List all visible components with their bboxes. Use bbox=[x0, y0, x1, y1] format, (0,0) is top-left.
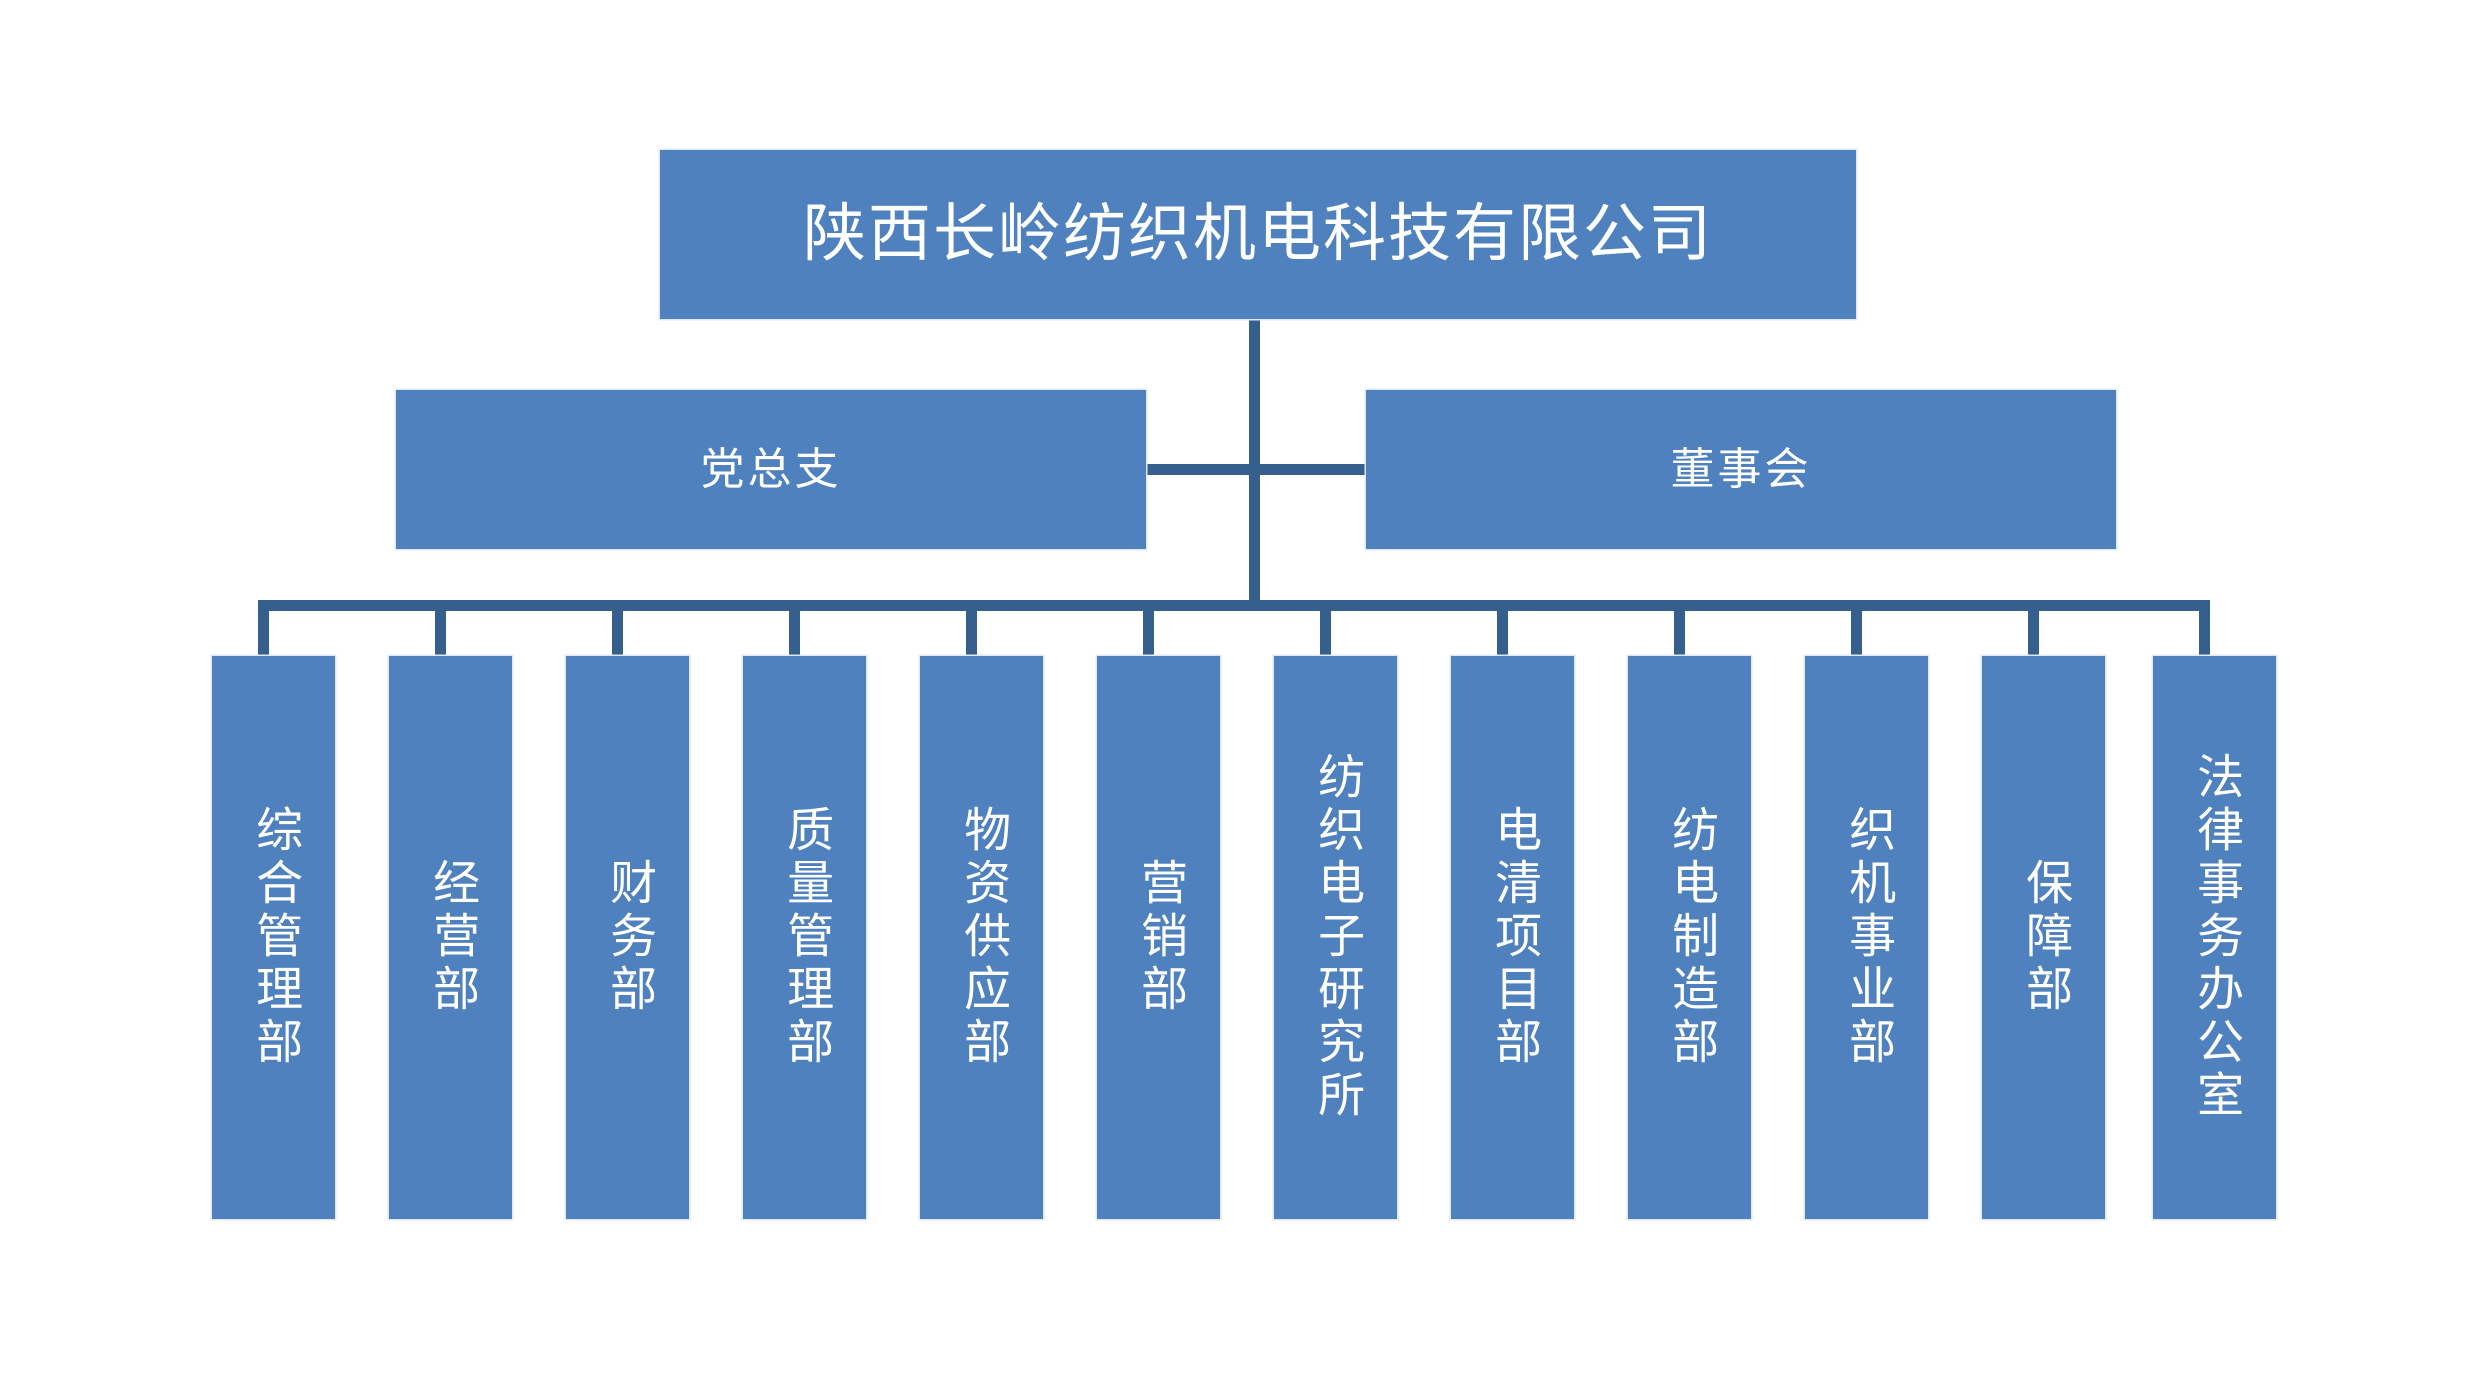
node-department-10[interactable]: 织机事业部 bbox=[1805, 656, 1928, 1219]
connector-drop-12 bbox=[2199, 600, 2210, 656]
node-department-7[interactable]: 纺织电子研究所 bbox=[1274, 656, 1397, 1219]
node-department-2-label: 经营部 bbox=[425, 858, 478, 1017]
node-department-8-label: 电清项目部 bbox=[1487, 805, 1540, 1070]
node-department-11[interactable]: 保障部 bbox=[1982, 656, 2105, 1219]
node-department-11-label: 保障部 bbox=[2018, 858, 2071, 1017]
node-department-4[interactable]: 质量管理部 bbox=[743, 656, 866, 1219]
connector-distribution-bar bbox=[259, 600, 2210, 611]
node-company-title[interactable]: 陕西长岭纺织机电科技有限公司 bbox=[660, 150, 1856, 319]
node-board-of-directors-label: 董事会 bbox=[1670, 444, 1812, 494]
node-department-12-label: 法律事务办公室 bbox=[2189, 752, 2242, 1123]
node-company-title-label: 陕西长岭纺织机电科技有限公司 bbox=[803, 199, 1713, 270]
connector-drop-7 bbox=[1320, 600, 1331, 656]
node-party-branch[interactable]: 党总支 bbox=[396, 390, 1146, 549]
connector-drop-6 bbox=[1143, 600, 1154, 656]
connector-drop-1 bbox=[258, 600, 269, 656]
node-department-12[interactable]: 法律事务办公室 bbox=[2153, 656, 2276, 1219]
connector-drop-3 bbox=[612, 600, 623, 656]
node-department-1-label: 综合管理部 bbox=[248, 805, 301, 1070]
node-board-of-directors[interactable]: 董事会 bbox=[1366, 390, 2116, 549]
node-department-7-label: 纺织电子研究所 bbox=[1310, 752, 1363, 1123]
connector-drop-5 bbox=[966, 600, 977, 656]
connector-drop-2 bbox=[435, 600, 446, 656]
node-department-1[interactable]: 综合管理部 bbox=[212, 656, 335, 1219]
connector-drop-8 bbox=[1497, 600, 1508, 656]
node-department-5-label: 物资供应部 bbox=[956, 805, 1009, 1070]
node-department-4-label: 质量管理部 bbox=[779, 805, 832, 1070]
node-department-2[interactable]: 经营部 bbox=[389, 656, 512, 1219]
node-department-8[interactable]: 电清项目部 bbox=[1451, 656, 1574, 1219]
node-department-6[interactable]: 营销部 bbox=[1097, 656, 1220, 1219]
node-department-3[interactable]: 财务部 bbox=[566, 656, 689, 1219]
node-party-branch-label: 党总支 bbox=[700, 444, 842, 494]
connector-crossbar-level2 bbox=[1133, 464, 1377, 475]
connector-drop-4 bbox=[789, 600, 800, 656]
node-department-5[interactable]: 物资供应部 bbox=[920, 656, 1043, 1219]
node-department-9[interactable]: 纺电制造部 bbox=[1628, 656, 1751, 1219]
connector-drop-11 bbox=[2028, 600, 2039, 656]
connector-drop-9 bbox=[1674, 600, 1685, 656]
connector-drop-10 bbox=[1851, 600, 1862, 656]
node-department-9-label: 纺电制造部 bbox=[1664, 805, 1717, 1070]
node-department-6-label: 营销部 bbox=[1133, 858, 1186, 1017]
node-department-3-label: 财务部 bbox=[602, 858, 655, 1017]
node-department-10-label: 织机事业部 bbox=[1841, 805, 1894, 1070]
